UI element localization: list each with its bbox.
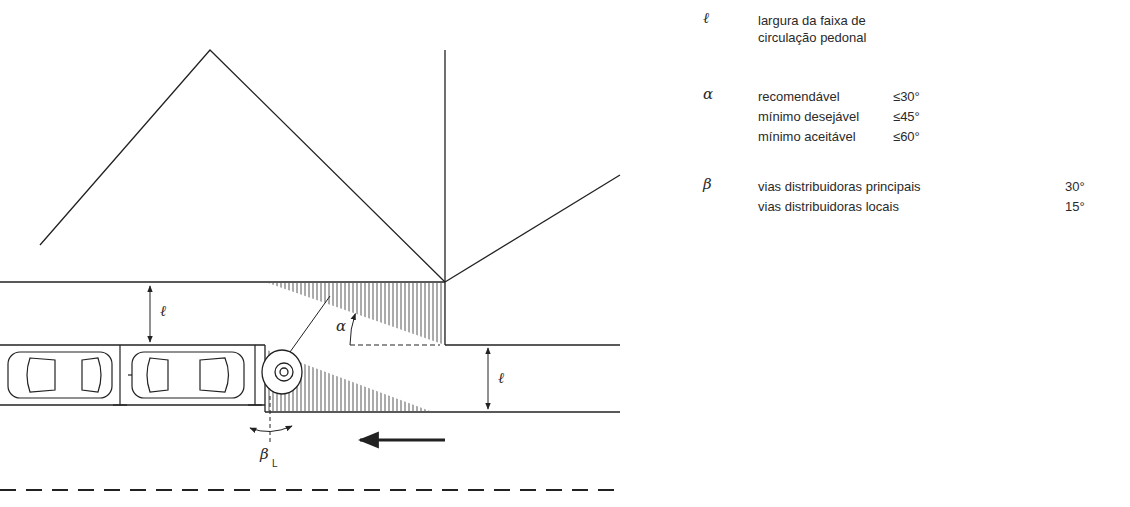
sight-line	[445, 175, 620, 282]
lane-divider	[0, 489, 620, 491]
dimension-arrow	[150, 286, 151, 342]
symbol: β	[703, 176, 712, 193]
reference-line	[270, 396, 271, 445]
angle-label: β	[258, 446, 271, 463]
legend-text: mínimo aceitável	[758, 128, 856, 145]
value: 15°	[1065, 198, 1085, 215]
car	[128, 352, 244, 398]
dimension-arrow	[488, 348, 489, 409]
dimension-label: ℓ	[158, 303, 168, 320]
sight-lines	[40, 50, 445, 282]
dimension-label: ℓ	[496, 370, 506, 387]
curb-line	[0, 344, 265, 345]
legend-text: recomendável	[758, 88, 840, 105]
parking-lane-line	[0, 404, 265, 405]
curb-line	[445, 344, 620, 345]
curb-line	[265, 411, 620, 412]
value: ≤45°	[893, 108, 920, 125]
symbol: α	[703, 86, 713, 103]
building-line	[0, 281, 445, 282]
angle-subscript: L	[272, 455, 278, 472]
pedestrian-symbol	[262, 350, 302, 394]
angle-label: α	[334, 318, 348, 335]
building-edge	[444, 50, 445, 282]
value: ≤60°	[893, 128, 920, 145]
reference-line	[350, 345, 440, 346]
value: 30°	[1065, 178, 1085, 195]
legend-text: mínimo desejável	[758, 108, 859, 125]
symbol: ℓ	[703, 10, 709, 27]
sight-line	[290, 296, 330, 352]
angle-arc	[350, 314, 355, 345]
traffic-arrow	[360, 439, 445, 442]
legend-text: largura da faixa de circulação pedonal	[758, 12, 908, 46]
car	[8, 352, 112, 398]
legend-text: vias distribuidoras locais	[758, 198, 899, 215]
visibility-zone	[268, 283, 445, 345]
legend-text: vias distribuidoras principais	[758, 178, 921, 195]
angle-arc	[250, 426, 292, 432]
value: ≤30°	[893, 88, 920, 105]
